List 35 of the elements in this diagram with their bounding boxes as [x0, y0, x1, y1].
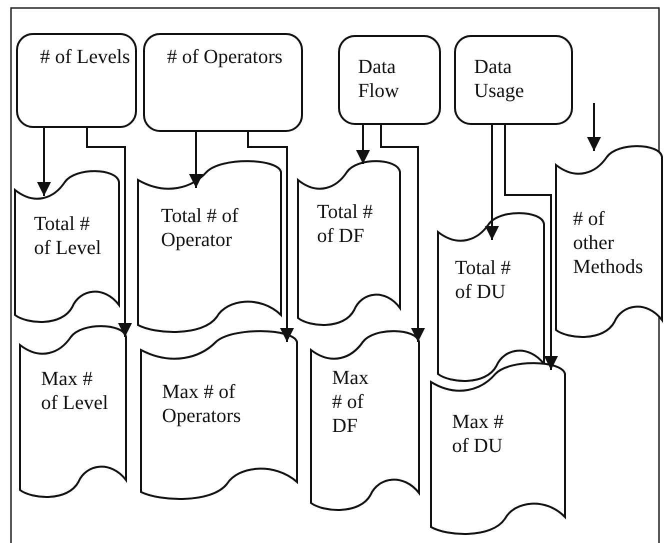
arrow	[587, 103, 601, 151]
document-shape	[437, 212, 545, 384]
document-shape	[297, 160, 401, 328]
node-text: Total # of Operator	[161, 204, 240, 252]
node-text: Total # of DU	[455, 256, 512, 304]
rounded-box	[143, 33, 303, 132]
document-shape	[430, 362, 566, 537]
document-shape	[140, 330, 298, 502]
arrow	[504, 125, 558, 370]
node-text: # of Levels	[40, 45, 130, 69]
node-text: Data Usage	[474, 55, 525, 103]
document-shape	[14, 170, 120, 325]
document-shape	[310, 330, 420, 513]
arrow	[37, 128, 51, 196]
node-text: Max # of DF	[332, 366, 370, 438]
node-text: Max # of Operators	[162, 380, 242, 428]
rounded-box	[16, 33, 137, 128]
arrow	[189, 132, 203, 188]
arrow	[356, 125, 370, 164]
arrow	[380, 125, 425, 342]
rounded-box	[454, 35, 573, 125]
arrow	[86, 128, 132, 337]
node-text: Total # of Level	[34, 212, 102, 260]
document-shape	[555, 145, 663, 340]
node-text: # of Operators	[167, 45, 284, 69]
document-shape	[19, 325, 127, 500]
node-text: Data Flow	[358, 55, 400, 103]
node-text: Max # of Level	[41, 367, 110, 415]
node-text: Total # of DF	[317, 200, 374, 248]
arrow	[247, 132, 294, 342]
arrow	[485, 125, 499, 240]
node-text: Max # of DU	[452, 410, 505, 458]
rounded-box	[338, 35, 441, 125]
node-text: # of other Methods	[573, 207, 644, 279]
document-shape	[137, 160, 282, 335]
